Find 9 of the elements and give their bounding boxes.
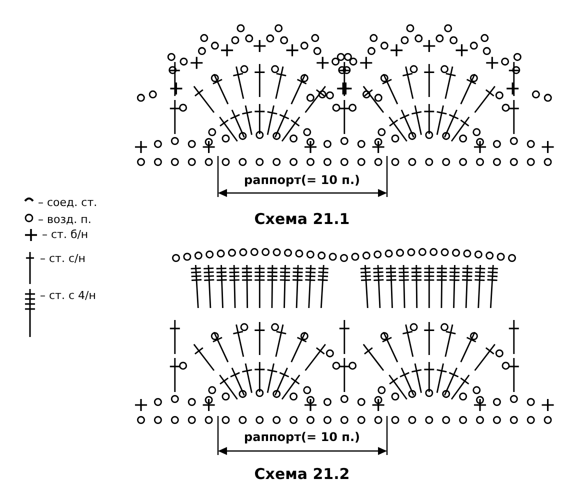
legend-text: – соед. ст. [38,197,98,208]
dimension-label: раппорт(= 10 п.) [244,174,360,186]
legend-text: – ст. с 4/н [40,290,96,301]
legend-text: – ст. с/н [40,253,86,264]
diagram-caption: Схема 21.2 [254,467,350,482]
dimension-label: раппорт(= 10 п.) [244,431,360,443]
legend-text: – возд. п. [38,214,92,225]
legend-text: – ст. б/н [42,229,88,240]
diagram-caption: Схема 21.1 [254,212,350,227]
